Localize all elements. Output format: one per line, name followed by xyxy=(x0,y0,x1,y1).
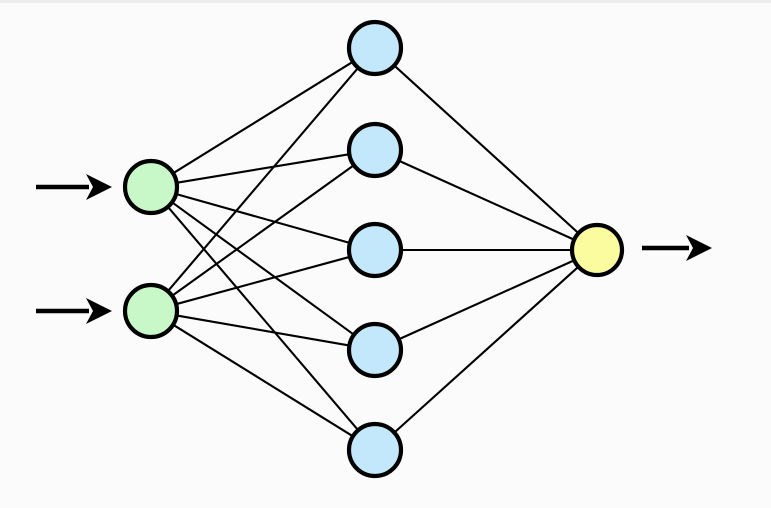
hidden-node-1[interactable] xyxy=(346,19,404,77)
input-arrow-1-head xyxy=(86,174,112,200)
edge-i1-h3 xyxy=(174,192,352,245)
output-layer xyxy=(569,222,625,278)
output-arrow-1-icon xyxy=(642,235,712,261)
edge-h4-o1 xyxy=(397,258,576,341)
edge-i1-h4 xyxy=(170,200,356,337)
input-arrow-1-icon xyxy=(36,174,112,200)
hidden-node-2[interactable] xyxy=(346,121,404,179)
input-arrow-2-icon xyxy=(36,298,112,324)
edge-i2-h1 xyxy=(166,66,360,293)
edge-h2-o1 xyxy=(397,159,576,242)
output-arrow-1-head xyxy=(686,235,712,261)
hidden-node-3[interactable] xyxy=(346,221,404,279)
edge-h5-o1 xyxy=(392,265,580,435)
input-layer xyxy=(122,158,180,340)
edge-h1-o1 xyxy=(392,64,580,235)
hidden-layer xyxy=(346,19,404,479)
io-arrow-group xyxy=(36,174,712,324)
hidden-node-4[interactable] xyxy=(346,321,404,379)
hidden-node-5[interactable] xyxy=(346,421,404,479)
edge-i2-h4 xyxy=(175,314,351,347)
output-node-1[interactable] xyxy=(569,222,625,278)
input-node-1[interactable] xyxy=(122,158,180,216)
top-edge-strip xyxy=(0,0,771,3)
input-node-2[interactable] xyxy=(122,282,180,340)
edge-group xyxy=(166,60,580,438)
node-group xyxy=(122,19,625,479)
edge-i1-h1 xyxy=(171,60,355,175)
edge-i2-h3 xyxy=(174,255,352,306)
input-arrow-2-head xyxy=(86,298,112,324)
edge-i1-h5 xyxy=(166,205,360,432)
edge-i2-h2 xyxy=(170,163,356,298)
edge-i2-h5 xyxy=(171,323,355,438)
edge-i1-h2 xyxy=(175,153,351,184)
